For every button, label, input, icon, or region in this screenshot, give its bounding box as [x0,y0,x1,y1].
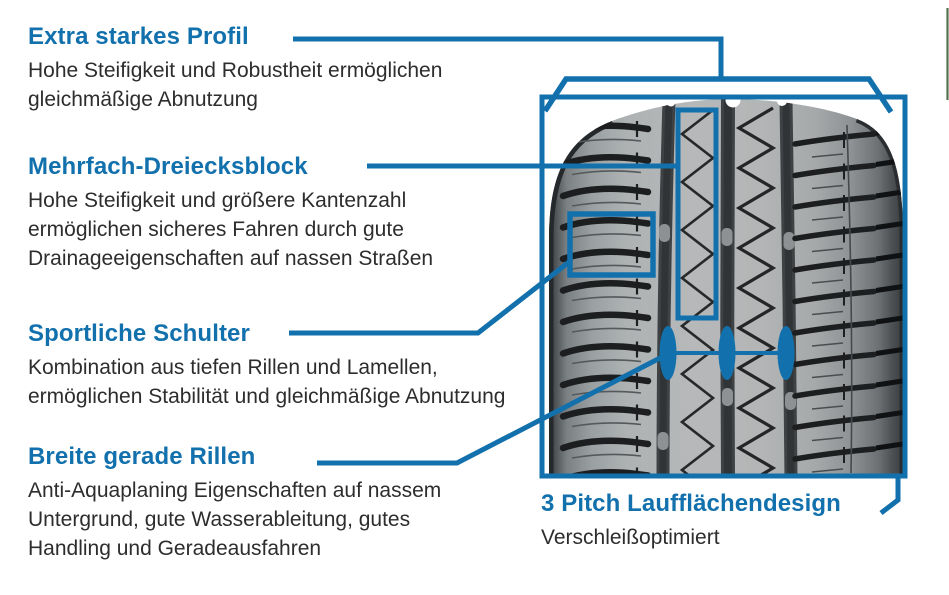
feature-description: Verschleißoptimiert [541,526,720,549]
sportliche-schulter-connector [289,260,571,336]
feature-mehrfach-dreiecksblock: Mehrfach-Dreiecksblock Hohe Steifigkeit … [28,152,433,273]
triangle-block-highlight-box [675,107,719,321]
shoulder-highlight-box [567,211,656,278]
feature-extra-starkes-profil: Extra starkes Profil Hohe Steifigkeit un… [28,22,442,114]
tread-area-highlight-box [539,94,908,479]
feature-title: 3 Pitch Laufflächendesign [541,490,841,517]
breite-gerade-rillen-connector [317,354,664,466]
feature-title: Extra starkes Profil [28,23,249,50]
feature-description: Kombination aus tiefen Rillen und Lamell… [28,356,506,408]
pitch-design-connector [879,477,901,515]
feature-description: Hohe Steifigkeit und größere Kantenzahl … [28,189,434,270]
groove-marker-ellipse-1 [659,326,677,380]
feature-description: Hohe Steifigkeit und Robustheit ermöglic… [28,59,443,111]
feature-title: Sportliche Schulter [28,320,250,347]
extra-starkes-profil-connector [293,36,724,78]
feature-title: Mehrfach-Dreiecksblock [28,153,308,180]
tire-tread-image [549,92,903,478]
feature-description: Anti-Aquaplaning Eigenschaften auf nasse… [28,479,442,560]
feature-title: Breite gerade Rillen [28,443,256,470]
groove-marker-ellipse-3 [777,326,795,380]
feature-breite-gerade-rillen: Breite gerade Rillen Anti-Aquaplaning Ei… [28,442,441,563]
feature-pitch-laufflaechendesign: 3 Pitch Laufflächendesign Verschleißopti… [541,489,841,552]
feature-sportliche-schulter: Sportliche Schulter Kombination aus tief… [28,319,505,411]
groove-marker-ellipse-2 [718,326,736,380]
